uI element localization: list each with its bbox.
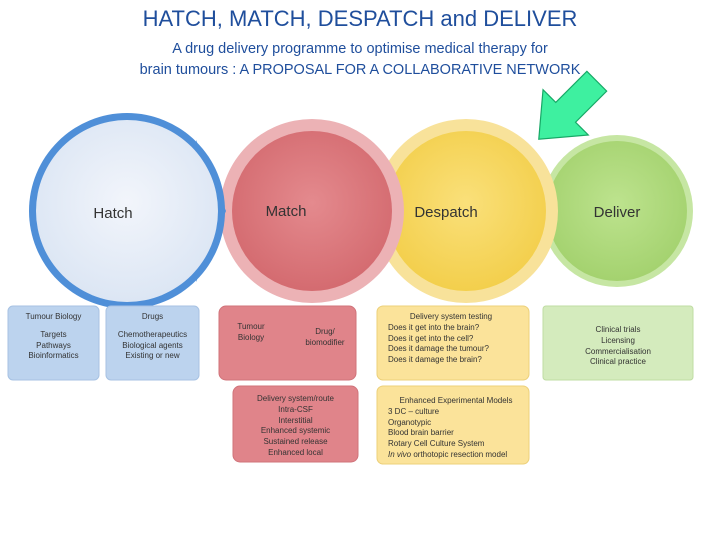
match-top-box-bg (218, 305, 357, 381)
drug-biomodifier: Drug/ biomodifier (296, 327, 354, 349)
experimental-models-box: Enhanced Experimental Models 3 DC – cult… (388, 396, 528, 461)
experimental-models-line: Organotypic (388, 417, 432, 427)
drugs-line: Biological agents (122, 340, 183, 350)
delivery-testing-title: Delivery system testing (409, 312, 493, 321)
deliver-line: Commercialisation (585, 346, 651, 356)
hatch-label: Hatch (93, 205, 132, 222)
delivery-route-line: Enhanced systemic (260, 426, 331, 436)
despatch-circle (386, 131, 546, 291)
page-title: HATCH, MATCH, DESPATCH and DELIVER (142, 6, 578, 31)
match-circle (232, 131, 392, 291)
delivery-route-line: Delivery system/route (257, 394, 334, 403)
delivery-testing-line: Does it get into the brain? (388, 322, 480, 332)
experimental-models-line: 3 DC – culture (388, 406, 440, 416)
delivery-testing-line: Does it damage the tumour? (388, 344, 489, 354)
deliver-line: Clinical practice (589, 357, 647, 367)
deliver-circle (547, 141, 687, 281)
deliver-box: Clinical trials Licensing Commercialisat… (543, 325, 693, 368)
delivery-testing-box: Delivery system testing Does it get into… (388, 312, 528, 366)
subtitle-line-2: brain tumours : A PROPOSAL FOR A COLLABO… (139, 62, 581, 78)
drugs-title: Drugs (141, 312, 164, 321)
deliver-stage (541, 135, 693, 287)
deliver-line: Clinical trials (595, 325, 641, 334)
drugs-line: Chemotherapeutics (117, 329, 188, 339)
match-stage (220, 119, 404, 303)
drug-biomodifier-line: biomodifier (305, 337, 345, 347)
deliver-box-bg (542, 305, 694, 381)
deliver-label: Deliver (594, 204, 641, 221)
experimental-models-line: Blood brain barrier (388, 428, 454, 438)
delivery-route-box: Delivery system/route Intra-CSF Intersti… (233, 394, 358, 459)
orthotopic-text: orthotopic resection model (411, 449, 508, 459)
experimental-models-title: Enhanced Experimental Models (399, 396, 513, 405)
experimental-models-last-line: In vivo orthotopic resection model (388, 450, 528, 461)
deliver-line: Licensing (601, 335, 635, 345)
drugs-box: Drugs Chemotherapeutics Biological agent… (106, 312, 199, 362)
tumour-biology-title: Tumour Biology (25, 312, 82, 321)
despatch-stage (374, 119, 558, 303)
match-label: Match (266, 203, 307, 220)
tumour-biology-box-bg (7, 305, 100, 381)
experimental-models-box-bg (376, 385, 530, 465)
tumour-biology-line: Bioinformatics (28, 351, 79, 361)
delivery-route-line: Interstitial (278, 415, 313, 425)
delivery-testing-line: Does it get into the cell? (388, 333, 474, 343)
delivery-route-line: Sustained release (263, 437, 328, 447)
drugs-box-bg (105, 305, 200, 381)
tumour-biology-line: Pathways (36, 340, 71, 350)
delivery-route-line: Intra-CSF (278, 404, 313, 414)
experimental-models-line: Rotary Cell Culture System (388, 439, 485, 449)
delivery-route-line: Enhanced local (268, 447, 323, 457)
tumour-biology-box: Tumour Biology Targets Pathways Bioinfor… (8, 312, 99, 362)
down-right-arrow-icon (538, 70, 608, 140)
hatch-circle (36, 120, 218, 302)
tumour-biology-line: Targets (40, 329, 67, 339)
in-vivo-text: In vivo (388, 449, 412, 459)
match-tumour-biology: Tumour Biology (226, 322, 276, 344)
match-tumour-biology-line: Tumour (237, 322, 265, 331)
delivery-testing-box-bg (376, 305, 530, 381)
drugs-line: Existing or new (125, 351, 180, 361)
match-tumour-biology-line: Biology (237, 332, 265, 342)
delivery-route-box-bg (232, 385, 359, 463)
drug-biomodifier-line: Drug/ (315, 327, 335, 336)
despatch-label: Despatch (414, 204, 477, 221)
subtitle-line-1: A drug delivery programme to optimise me… (172, 41, 548, 57)
hatch-stage (29, 113, 226, 309)
delivery-testing-line: Does it damage the brain? (388, 355, 482, 365)
